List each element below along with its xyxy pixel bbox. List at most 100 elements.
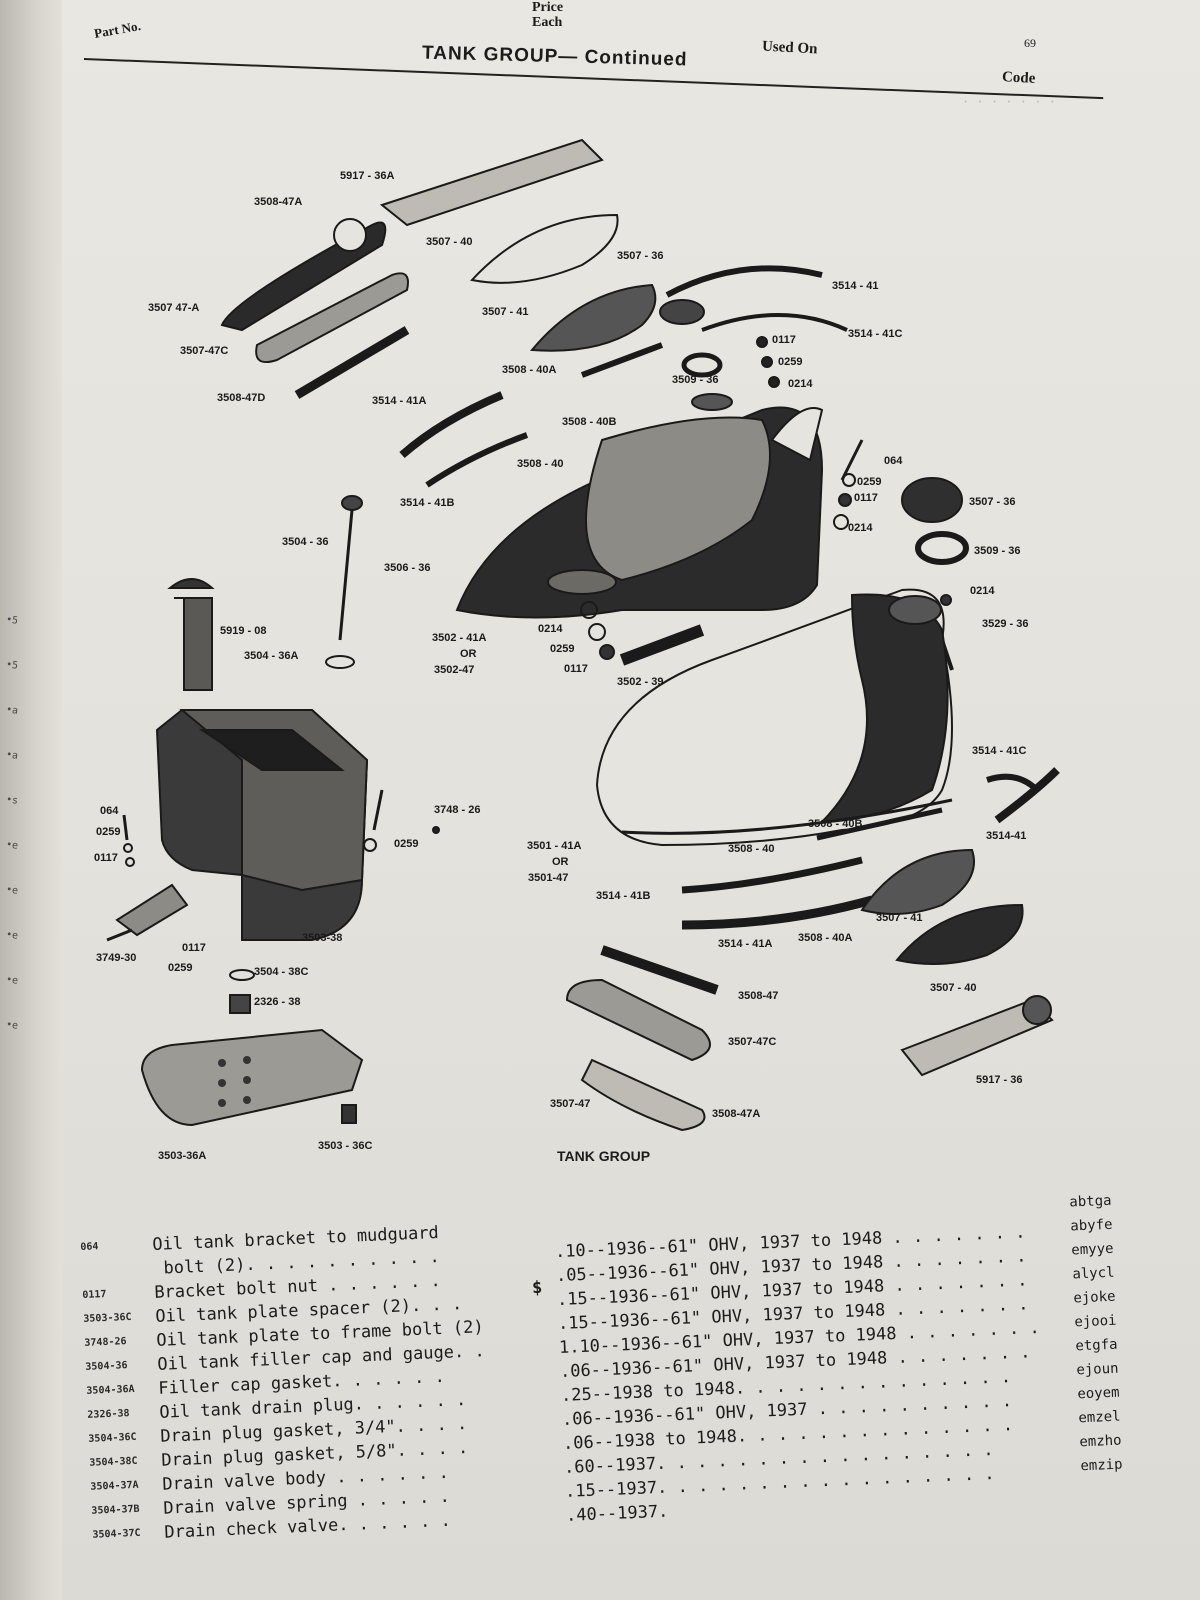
diagram-label: 3514 - 41C <box>972 745 1027 757</box>
diagram-label: 3507 - 40 <box>930 982 977 994</box>
part-number: 3504-37A <box>90 1479 139 1493</box>
diagram-label: 3508 - 40A <box>798 932 853 944</box>
spine-mark: •5 <box>5 614 19 627</box>
diagram-label: 3514 - 41B <box>400 497 455 509</box>
part-code: emzel <box>1078 1408 1121 1427</box>
part-number: 3504-36C <box>88 1431 137 1445</box>
diagram-label: 0214 <box>538 623 563 635</box>
part-code: ejoun <box>1076 1360 1119 1379</box>
diagram-label: 3514 - 41 <box>832 280 879 292</box>
part-number: 3504-36 <box>85 1360 128 1373</box>
spine-mark: •a <box>5 704 19 717</box>
part-number: 3504-37C <box>92 1527 141 1541</box>
part-code: alycl <box>1072 1264 1115 1283</box>
diagram-label: 3509 - 36 <box>672 374 719 386</box>
diagram-label: 3507-47 <box>550 1098 591 1110</box>
part-number: 3503-36C <box>83 1311 132 1325</box>
diagram-label: 0259 <box>96 826 121 838</box>
part-number: 0117 <box>82 1288 107 1301</box>
diagram-label: 3514 - 41C <box>848 328 903 340</box>
spine-mark: •5 <box>5 659 19 672</box>
book-spine: •5 •5 •a •a •s •e •e •e •e •e <box>0 0 62 1600</box>
part-code: emyye <box>1071 1240 1114 1259</box>
diagram-label: 3503-36A <box>158 1150 207 1162</box>
diagram-label: 3501 - 41A <box>527 840 582 852</box>
diagram-label: 3507 - 41 <box>482 306 529 318</box>
diagram-label: 3748 - 26 <box>434 804 481 816</box>
diagram-label: 3529 - 36 <box>982 618 1029 630</box>
diagram-label: 3502-47 <box>434 664 475 676</box>
diagram-label: 3504 - 36 <box>282 536 329 548</box>
diagram-label: 3508 - 40 <box>728 843 775 855</box>
diagram-label: 3508 - 40 <box>517 458 564 470</box>
diagram-label: 3507 - 40 <box>426 236 473 248</box>
diagram-label: 3514-41 <box>986 830 1027 842</box>
diagram-label: 3509 - 36 <box>974 545 1021 557</box>
diagram-label: 0117 <box>94 852 118 864</box>
diagram-label: 3504 - 36A <box>244 650 299 662</box>
part-number: 064 <box>80 1241 99 1253</box>
part-code: etgfa <box>1075 1336 1118 1355</box>
diagram-label: 3502 - 41A <box>432 632 487 644</box>
diagram-label: 3507 47-A <box>148 302 200 314</box>
diagram-label: 0117 <box>772 334 796 346</box>
diagram-label: 0259 <box>857 476 882 488</box>
spine-mark: •e <box>5 1019 19 1032</box>
spine-mark: •e <box>5 929 19 942</box>
part-code: ejoke <box>1073 1288 1116 1307</box>
part-code: abyfe <box>1070 1216 1113 1235</box>
diagram-label: 0214 <box>788 378 813 390</box>
diagram-label: 5917 - 36 <box>976 1074 1023 1086</box>
diagram-label: 3501-47 <box>528 872 569 884</box>
diagram-label: 5919 - 08 <box>220 625 267 637</box>
diagram-label: OR <box>552 856 569 868</box>
spine-mark: •s <box>5 794 19 807</box>
diagram-label: 0259 <box>394 838 419 850</box>
part-number: 3504-38C <box>89 1455 138 1469</box>
diagram-label: 3514 - 41B <box>596 890 651 902</box>
diagram-label: 0214 <box>970 585 995 597</box>
spine-mark: •e <box>5 839 19 852</box>
diagram-label: 3514 - 41A <box>372 395 427 407</box>
diagram-label: 3508 - 40B <box>808 818 863 830</box>
diagram-label: OR <box>460 648 477 660</box>
diagram-label: 3507-47C <box>728 1036 777 1048</box>
diagram-caption: TANK GROUP <box>557 1148 651 1164</box>
diagram-label: 0259 <box>550 643 575 655</box>
price-each-header: Price Each <box>532 0 564 30</box>
diagram-label: 3503-38 <box>302 932 343 944</box>
spine-mark: •e <box>5 974 19 987</box>
part-code: ejooi <box>1074 1312 1117 1331</box>
diagram-label: 0117 <box>182 942 206 954</box>
diagram-label: 3508-47 <box>738 990 779 1002</box>
diagram-label: 0214 <box>848 522 873 534</box>
diagram-label: 3503 - 36C <box>318 1140 373 1152</box>
diagram-label: 3749-30 <box>96 952 137 964</box>
diagram-label: 0259 <box>168 962 193 974</box>
diagram-label: 0117 <box>564 663 588 675</box>
diagram-label: 3508-47A <box>254 196 303 208</box>
diagram-label: 2326 - 38 <box>254 996 301 1008</box>
diagram-label: 3507 - 41 <box>876 912 923 924</box>
catalog-page: Part No. Price Each Used On 69 Code TANK… <box>62 0 1200 1600</box>
spine-mark: •e <box>5 884 19 897</box>
diagram-label: 064 <box>884 455 903 467</box>
spine-mark: •a <box>5 749 19 762</box>
diagram-label: 3506 - 36 <box>384 562 431 574</box>
part-code: eoyem <box>1077 1384 1120 1403</box>
diagram-label: 064 <box>100 805 119 817</box>
tank-group-diagram <box>106 138 1060 1132</box>
part-number: 3504-37B <box>91 1503 140 1517</box>
diagram-label: 3508 - 40A <box>502 364 557 376</box>
part-number: 3504-36A <box>86 1383 135 1397</box>
diagram-label: 3502 - 39 <box>617 676 664 688</box>
diagram-label: 3508 - 40B <box>562 416 617 428</box>
part-code: abtga <box>1069 1192 1112 1211</box>
part-usage: .40--1937. <box>565 1501 669 1526</box>
diagram-label: 3514 - 41A <box>718 938 773 950</box>
diagram-label: 5917 - 36A <box>340 170 395 182</box>
diagram-label: 3507-47C <box>180 345 229 357</box>
diagram-label: 0117 <box>854 492 878 504</box>
bleed-through-text: · · · · · · · <box>962 95 1056 109</box>
